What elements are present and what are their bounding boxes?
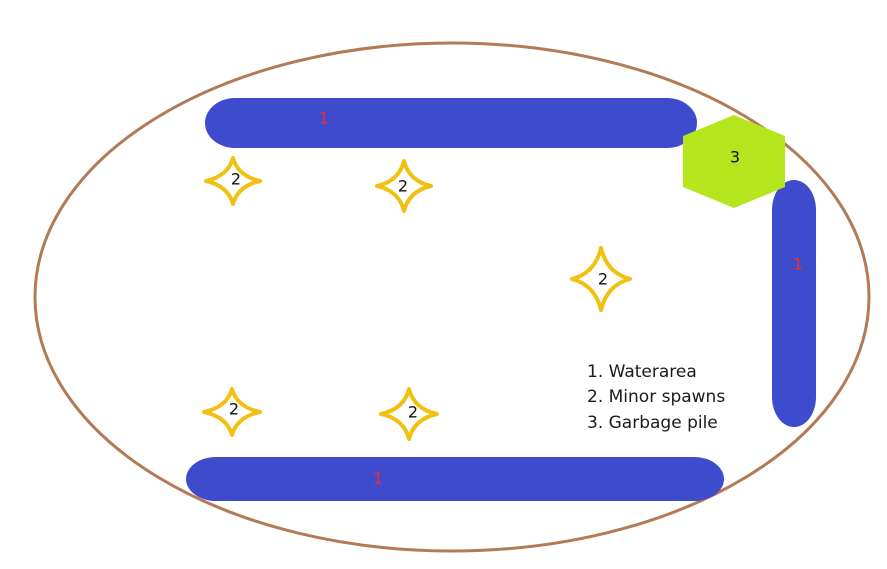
hexagon-icon <box>683 115 785 208</box>
legend-item-minor-spawns: 2. Minor spawns <box>587 387 725 407</box>
legend-item-waterarea: 1. Waterarea <box>587 362 697 382</box>
water-area-right: 1 <box>772 180 816 427</box>
water-area-right-shape <box>772 180 816 427</box>
star-icon <box>570 246 632 312</box>
garbage-pile-label: 3 <box>730 148 740 167</box>
spawn-bottom-left-label: 2 <box>229 400 239 419</box>
star-icon <box>379 387 439 441</box>
water-area-top-label: 1 <box>319 109 329 128</box>
star-icon <box>202 387 262 437</box>
spawn-center-right-label: 2 <box>598 270 608 289</box>
water-area-top-shape <box>205 98 697 148</box>
spawn-bottom-middle: 2 <box>379 387 439 441</box>
water-area-top: 1 <box>205 98 697 148</box>
star-icon <box>375 159 433 213</box>
spawn-top-left-label: 2 <box>231 170 241 189</box>
legend-item-garbage-pile: 3. Garbage pile <box>587 413 718 433</box>
garbage-pile: 3 <box>683 115 785 208</box>
spawn-top-left: 2 <box>204 156 262 206</box>
water-area-bottom-label: 1 <box>373 469 383 488</box>
legend: 1. Waterarea 2. Minor spawns 3. Garbage … <box>587 362 725 433</box>
spawn-bottom-left: 2 <box>202 387 262 437</box>
spawn-bottom-middle-label: 2 <box>408 403 418 422</box>
star-icon <box>204 156 262 206</box>
water-area-bottom: 1 <box>186 457 724 501</box>
arena-boundary <box>33 41 871 553</box>
spawn-top-middle-label: 2 <box>398 177 408 196</box>
water-area-bottom-shape <box>186 457 724 501</box>
spawn-top-middle: 2 <box>375 159 433 213</box>
spawn-center-right: 2 <box>570 246 632 312</box>
water-area-right-label: 1 <box>793 255 803 274</box>
